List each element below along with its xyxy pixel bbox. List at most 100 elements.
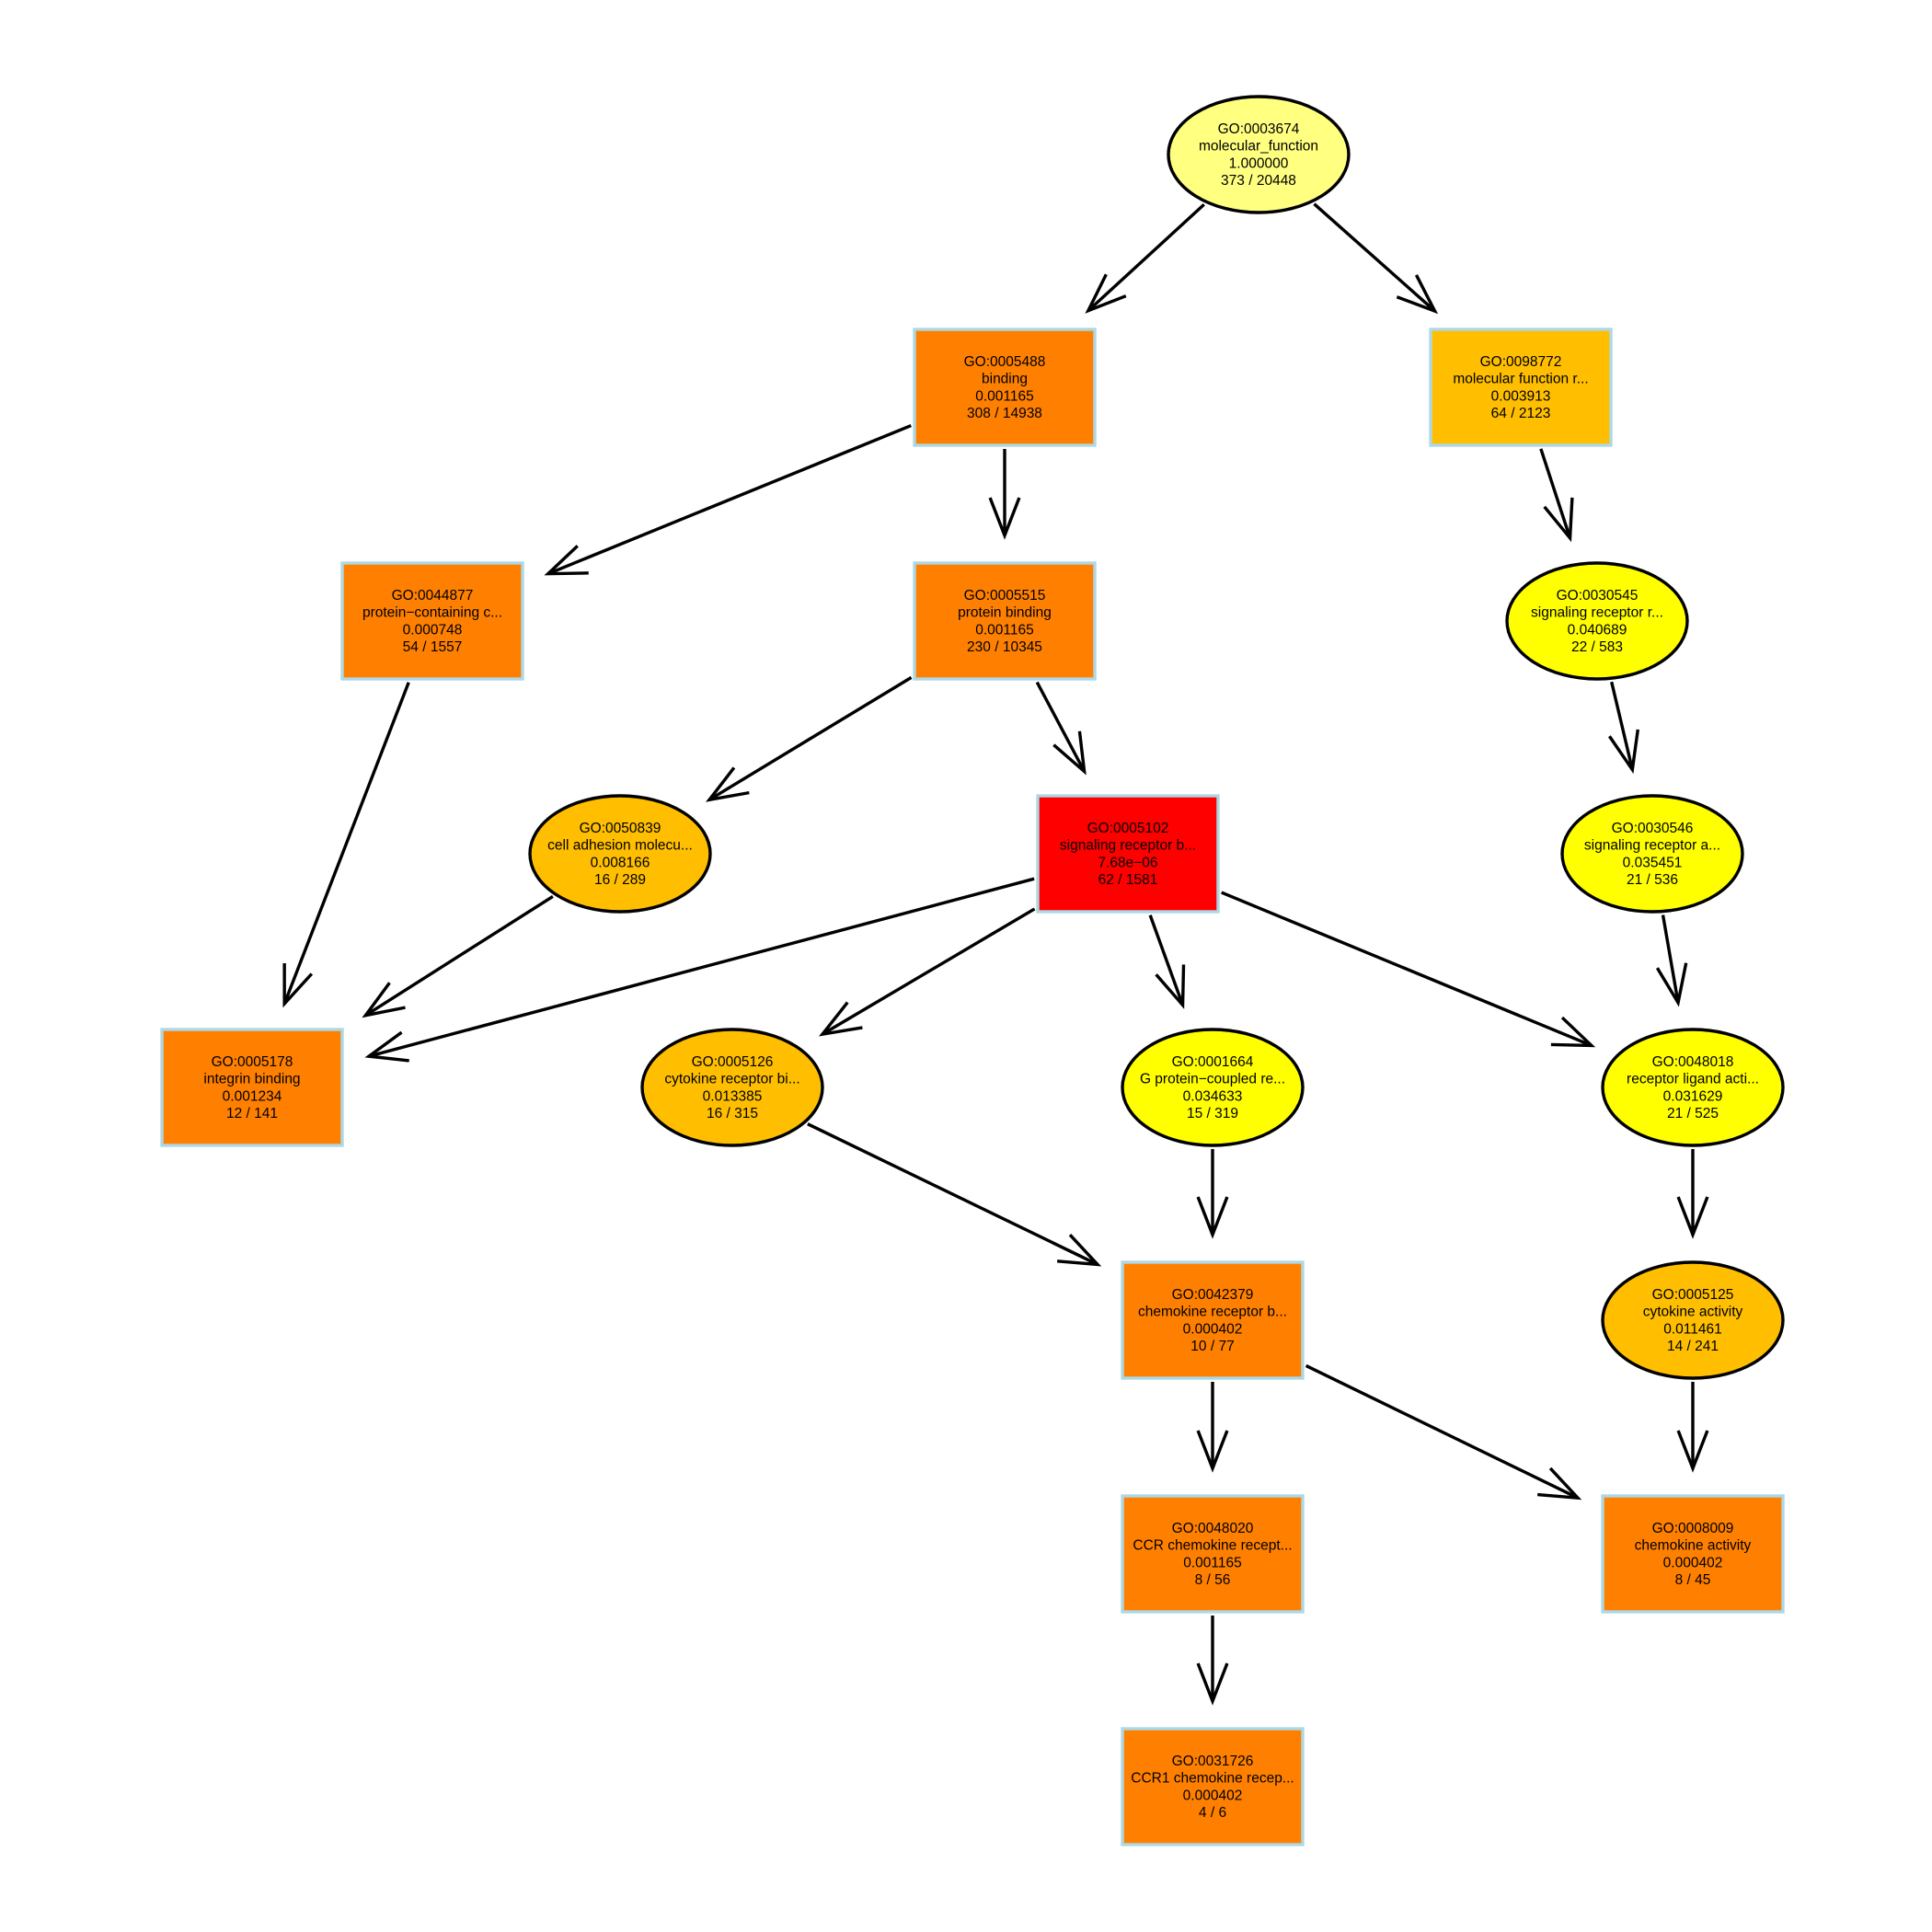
arrowhead-icon [1085,273,1127,314]
node-go-id: GO:0030545 [1557,588,1639,604]
edge-go-0098772-to-go-0030545 [1539,448,1574,543]
node-term-name: cytokine activity [1643,1305,1743,1320]
edge-go-0044877-to-go-0005178 [282,682,410,1008]
node-count: 4 / 6 [1199,1805,1226,1821]
edge-go-0005515-to-go-0050839 [705,675,913,802]
nodes-layer: GO:0003674molecular_function1.000000373 … [160,95,1785,1846]
arrowhead-icon [1396,274,1439,315]
node-count: 21 / 525 [1667,1106,1719,1121]
arrowhead-icon [988,497,1021,540]
arrowhead-icon [544,545,589,576]
edge-go-0042379-to-go-0048020 [1196,1382,1229,1473]
edge-go-0048020-to-go-0031726 [1196,1616,1229,1706]
edge-go-0005488-to-go-0005515 [988,449,1021,540]
node-p-value: 0.001165 [975,622,1034,638]
node-ellipse [640,1028,824,1147]
node-go-id: GO:0005126 [692,1054,774,1070]
node-term-name: CCR chemokine recept... [1133,1538,1292,1554]
arrowhead-icon [1676,1430,1709,1473]
edge-go-0042379-to-go-0008009 [1305,1363,1582,1501]
edge-line [1610,681,1634,770]
node-ellipse [1167,95,1351,214]
node-p-value: 0.013385 [703,1088,763,1104]
edge-go-0048018-to-go-0005125 [1676,1149,1709,1239]
arrowhead-icon [705,766,750,802]
edge-line [1661,914,1680,1004]
edge-go-0005125-to-go-0008009 [1676,1382,1709,1473]
arrowhead-icon [1155,964,1186,1009]
node-count: 62 / 1581 [1098,872,1158,888]
node-p-value: 0.000402 [1183,1788,1243,1803]
edge-go-0005102-to-go-0005126 [818,907,1036,1037]
edge-go-0030545-to-go-0030546 [1607,681,1639,775]
edge-go-0005102-to-go-0005178 [364,877,1035,1063]
node-term-name: cell adhesion molecu... [547,838,693,854]
node-term-name: protein binding [958,605,1052,621]
node-count: 8 / 56 [1195,1572,1231,1588]
node-box [913,561,1097,681]
arrowhead-icon [1543,497,1574,543]
node-term-name: signaling receptor b... [1060,838,1196,854]
edge-go-0030546-to-go-0048018 [1655,914,1688,1007]
node-go-id: GO:0048018 [1652,1054,1734,1070]
edge-go-0005102-to-go-0048018 [1221,891,1596,1048]
node-p-value: 1.000000 [1229,155,1289,171]
node-go-id: GO:0005178 [212,1054,293,1070]
edge-line [1313,202,1436,313]
node-p-value: 0.008166 [591,855,650,870]
node-p-value: 0.000402 [1663,1555,1723,1570]
node-count: 16 / 315 [707,1106,758,1121]
edge-line [1035,681,1087,773]
arrowhead-icon [1196,1430,1229,1473]
edge-go-0003674-to-go-0098772 [1313,202,1439,315]
node-ellipse [1601,1028,1785,1147]
arrowhead-icon [282,963,314,1008]
arrowhead-icon [1196,1662,1229,1706]
arrowhead-icon [364,1030,409,1063]
node-term-name: chemokine receptor b... [1138,1305,1287,1320]
node-count: 12 / 141 [226,1106,278,1121]
node-box [340,561,524,681]
arrowhead-icon [1196,1196,1229,1239]
node-go-id: GO:0030546 [1612,821,1694,836]
node-p-value: 0.000748 [403,622,463,638]
edge-go-0005515-to-go-0005102 [1035,681,1087,776]
node-term-name: integrin binding [203,1072,300,1087]
node-go-id: GO:0008009 [1652,1521,1734,1536]
node-count: 64 / 2123 [1491,406,1551,421]
node-p-value: 0.001165 [975,388,1034,404]
edge-line [368,877,1035,1058]
node-go-id: GO:0005515 [964,588,1046,604]
node-go-id: GO:0048020 [1172,1521,1254,1536]
node-p-value: 0.001165 [1183,1555,1242,1570]
edge-go-0050839-to-go-0005178 [362,894,554,1018]
node-go-0003674: GO:0003674molecular_function1.000000373 … [1167,95,1351,214]
edge-go-0005126-to-go-0042379 [807,1122,1102,1267]
node-term-name: CCR1 chemokine recep... [1131,1771,1294,1787]
node-go-id: GO:0003674 [1218,121,1300,137]
edge-line [282,682,410,1005]
arrowhead-icon [1550,1016,1596,1048]
edge-line [364,894,554,1018]
arrowhead-icon [1537,1466,1582,1501]
node-box [1601,1494,1785,1614]
node-go-id: GO:0031726 [1172,1754,1254,1769]
edge-go-0005102-to-go-0001664 [1148,914,1186,1009]
edge-line [1148,914,1185,1006]
node-ellipse [1601,1260,1785,1380]
node-go-id: GO:0005488 [964,354,1046,370]
node-count: 10 / 77 [1190,1339,1234,1354]
